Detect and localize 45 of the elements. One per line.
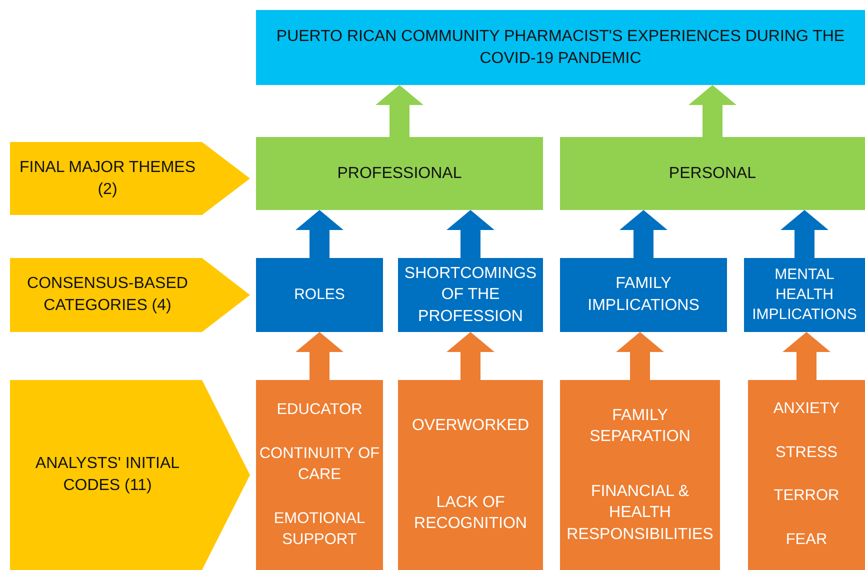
box-label: MENTAL HEALTH IMPLICATIONS bbox=[751, 264, 858, 326]
code-label: EMOTIONAL SUPPORT bbox=[272, 508, 366, 550]
block-arrow bbox=[688, 85, 736, 137]
code-label: FEAR bbox=[786, 530, 828, 550]
block-arrow bbox=[296, 210, 344, 258]
box-label: CONSENSUS-BASED CATEGORIES (4) bbox=[26, 274, 189, 316]
code-label: LACK OF RECOGNITION bbox=[413, 492, 528, 534]
category-box bbox=[398, 258, 543, 332]
category-box bbox=[256, 258, 383, 332]
block-arrow bbox=[782, 332, 830, 380]
code-label: FINANCIAL & HEALTH RESPONSIBILITIES bbox=[566, 482, 714, 545]
box-label: FAMILY IMPLICATIONS bbox=[586, 274, 700, 316]
block-arrow bbox=[616, 332, 664, 380]
block-arrow bbox=[296, 332, 344, 380]
box-label: PERSONAL bbox=[668, 164, 756, 184]
block-arrow bbox=[376, 85, 424, 137]
block-arrow bbox=[446, 332, 494, 380]
theme-box bbox=[560, 137, 865, 210]
box-label: ROLES bbox=[294, 284, 345, 305]
code-box bbox=[398, 380, 543, 570]
code-box bbox=[748, 380, 865, 570]
box-label: PUERTO RICAN COMMUNITY PHARMACIST'S EXPERIENCES DURING THE COVID-19 PANDEMIC bbox=[275, 26, 846, 68]
box-label: FINAL MAJOR THEMES (2) bbox=[18, 158, 197, 200]
block-arrow bbox=[620, 210, 668, 258]
code-label: FAMILY SEPARATION bbox=[588, 406, 692, 448]
box-label: ANALYSTS' INITIAL CODES (11) bbox=[34, 454, 181, 496]
code-box bbox=[256, 380, 383, 570]
code-label: STRESS bbox=[775, 442, 838, 463]
box-label: SHORTCOMINGS OF THE PROFESSION bbox=[403, 264, 538, 327]
code-label: OVERWORKED bbox=[412, 416, 530, 436]
code-label: ANXIETY bbox=[773, 399, 840, 420]
category-box bbox=[560, 258, 727, 332]
level-chevron bbox=[10, 258, 250, 332]
code-label: TERROR bbox=[774, 486, 840, 506]
code-box bbox=[560, 380, 720, 570]
level-chevron bbox=[10, 142, 250, 215]
code-label: EDUCATOR bbox=[276, 400, 362, 420]
block-arrow bbox=[446, 210, 494, 258]
code-label: CONTINUITY OF CARE bbox=[258, 444, 381, 485]
theme-box bbox=[256, 137, 543, 210]
title-banner bbox=[256, 10, 865, 85]
box-label: PROFESSIONAL bbox=[337, 164, 462, 184]
block-arrow bbox=[780, 210, 828, 258]
category-box bbox=[744, 258, 865, 332]
level-chevron bbox=[10, 380, 250, 570]
